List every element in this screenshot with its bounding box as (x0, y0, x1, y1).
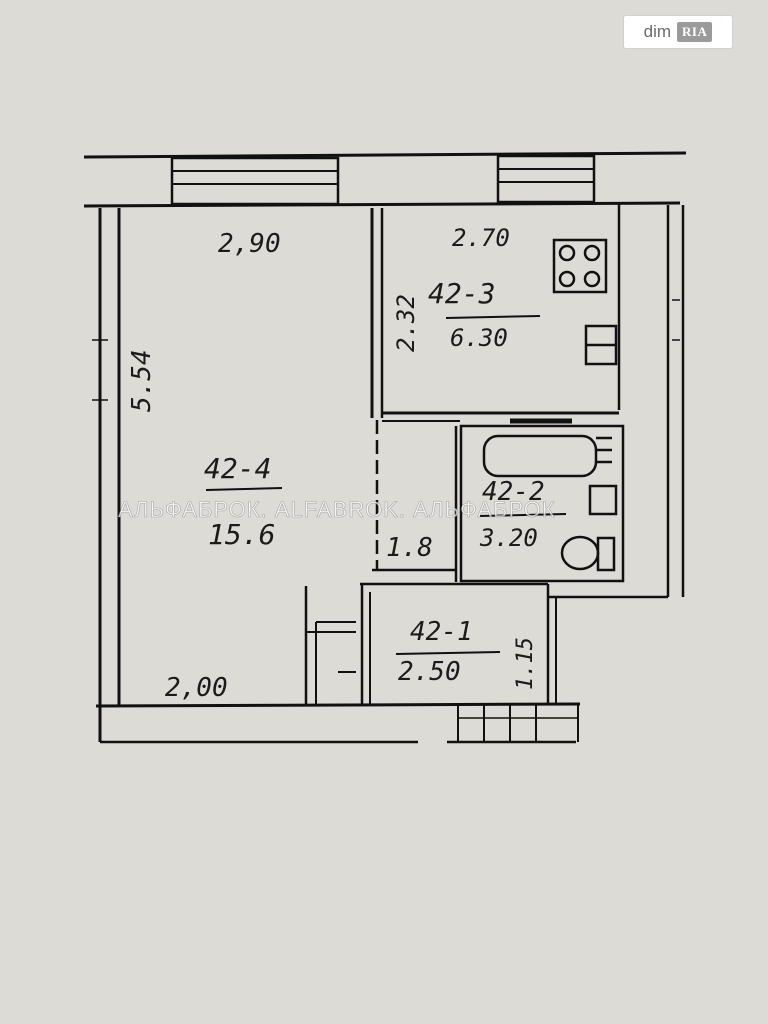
living-width-bottom: 2,00 (165, 673, 228, 703)
living-room-area: 15.6 (208, 518, 275, 551)
watermark-text: АЛЬФАБРОК. ALFABROK. АЛЬФАБРОК (118, 497, 556, 523)
washbasin-icon (588, 484, 618, 516)
logo-dim-text: dim (643, 22, 672, 41)
kitchen-width: 2.70 (452, 224, 510, 252)
corridor-area: 1.8 (386, 533, 433, 563)
hall-room-id: 42-1 (410, 617, 473, 647)
logo-ria-text: RIA (677, 22, 713, 42)
sink-icon (584, 324, 618, 366)
stove-icon (552, 238, 608, 294)
living-width-top: 2,90 (218, 229, 281, 259)
walls (83, 151, 687, 744)
room-labels: 2,90 5.54 42-4 15.6 2,00 2.70 2.32 42-3 … (127, 224, 567, 703)
kitchen-depth: 2.32 (392, 294, 420, 352)
hall-depth: 1.15 (513, 637, 538, 690)
dimria-logo[interactable]: dim RIA (624, 16, 732, 48)
kitchen-room-area: 6.30 (450, 324, 508, 352)
toilet-icon (560, 535, 616, 572)
living-length: 5.54 (127, 349, 157, 412)
bathroom-room-area: 3.20 (479, 524, 538, 552)
bathroom-room-id: 42-2 (482, 477, 545, 507)
bathtub-icon (482, 434, 612, 478)
living-room-id: 42-4 (204, 452, 271, 485)
hall-room-area: 2.50 (398, 657, 461, 687)
kitchen-room-id: 42-3 (428, 277, 495, 310)
